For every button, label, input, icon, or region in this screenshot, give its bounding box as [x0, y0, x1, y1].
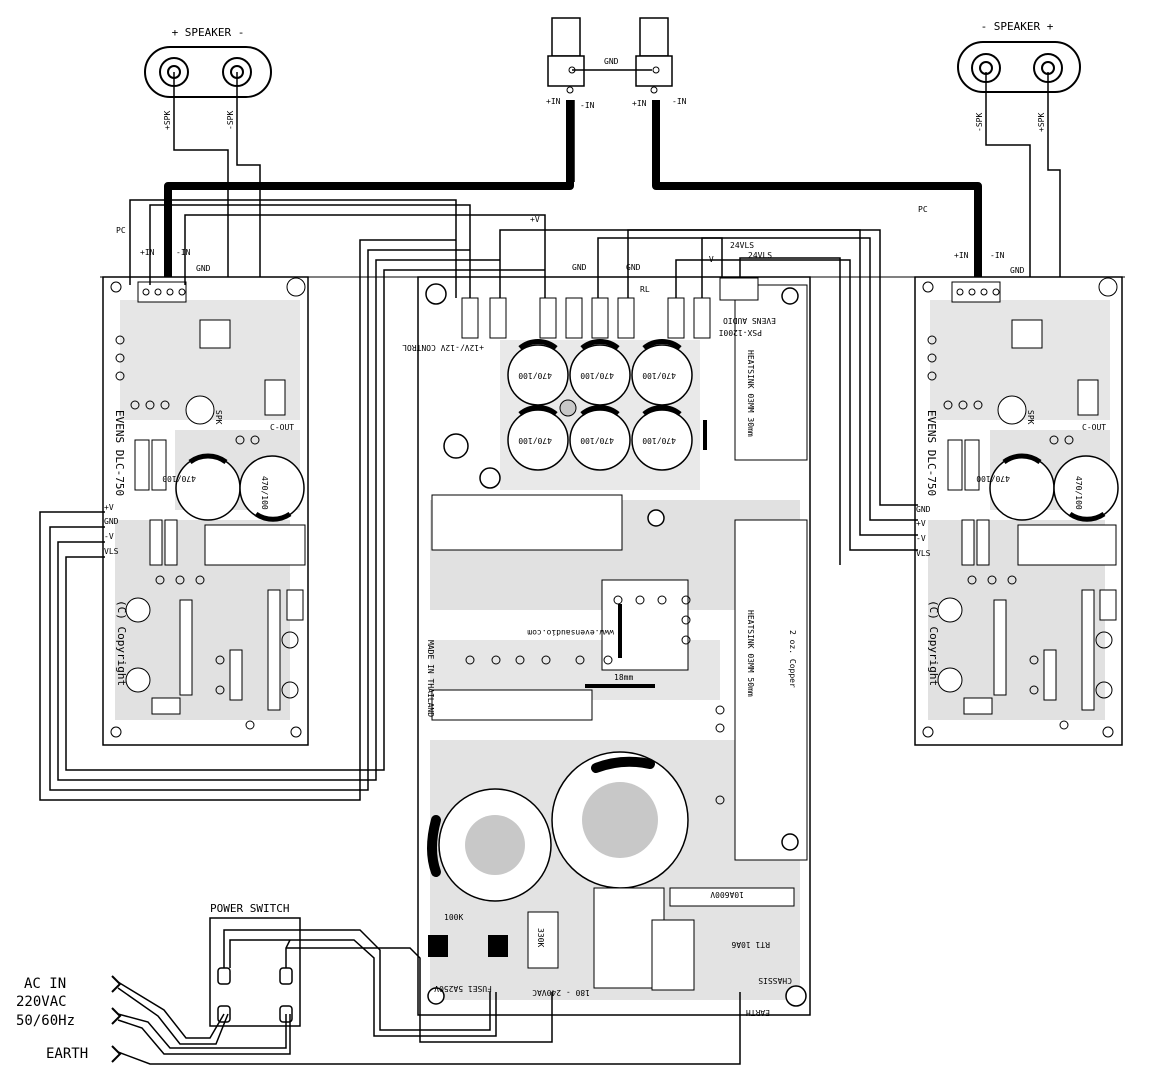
psu-model: PSX-1200I: [718, 328, 762, 337]
psu-earth: EARTH: [746, 1008, 770, 1017]
psu-website: www.evensaudio.com: [527, 628, 614, 637]
psu-cap-5: 470/100: [580, 436, 614, 445]
psu-top-label-3: GND: [626, 263, 641, 272]
amp-right-cap1: 470/100: [976, 474, 1010, 483]
rca-left-plus: +IN: [546, 97, 561, 106]
amp-left-title: EVENS DLC-750: [113, 410, 126, 496]
psu-cap-3: 470/100: [642, 371, 676, 380]
amp-left-cap1: 470/100: [162, 474, 196, 483]
amp-left-plus-in: +IN: [140, 248, 155, 257]
psu-copper: 2 oz. Copper: [788, 630, 797, 688]
psu-cap-6: 470/100: [642, 436, 676, 445]
ac-input-labels: AC IN 220VAC 50/60Hz EARTH: [16, 976, 88, 1062]
amp-left-pc: PC: [116, 226, 126, 235]
psu-misc-3: 100K: [444, 913, 463, 922]
power-switch-title: POWER SWITCH: [210, 902, 289, 915]
psu-voltage: 180 - 240VAC: [532, 988, 590, 997]
psu-board: PSX-1200I EVENS AUDIO www.evensaudio.com…: [402, 215, 811, 1017]
amp-left-gnd: GND: [196, 264, 211, 273]
psu-misc-1: 10A600V: [710, 890, 744, 899]
speaker-right-pin1: -SPK: [975, 113, 984, 132]
amp-left-copyright: (C) Copyright: [115, 600, 128, 686]
amp-left-spk: SPK: [214, 410, 223, 425]
psu-heatsink-top: HEATSINK 03MM 30mm: [746, 350, 755, 437]
amp-right-minus-in: -IN: [990, 251, 1005, 260]
psu-fuse: FUSE1 5A250V: [434, 984, 492, 993]
psu-top-label-5: RL: [640, 285, 650, 294]
ac-in-label: AC IN: [24, 976, 66, 992]
psu-top-label-2: GND: [572, 263, 587, 272]
rca-inputs: GND +IN -IN +IN -IN: [546, 17, 687, 110]
psu-misc-5: 18mm: [614, 673, 633, 682]
amp-right-title: EVENS DLC-750: [925, 410, 938, 496]
psu-vls-1: 24VLS: [730, 241, 754, 250]
amp-left-pin-2: GND: [104, 517, 119, 526]
rca-left-minus: -IN: [580, 101, 595, 110]
amp-right-gnd: GND: [1010, 266, 1025, 275]
amp-right-pin-4: VLS: [916, 549, 931, 558]
ac-frequency-label: 50/60Hz: [16, 1013, 75, 1029]
amp-left-pin-1: +V: [104, 503, 114, 512]
psu-misc-6: +12V/-12V CONTROL: [402, 343, 484, 352]
psu-misc-4: 330K: [536, 928, 545, 947]
amp-right-cap2: 470/100: [1074, 476, 1083, 510]
amp-right-copyright: (C) Copyright: [927, 600, 940, 686]
rca-right-plus: +IN: [632, 99, 647, 108]
amp-board-left: PC +IN -IN GND EVENS DLC-750 (C) Copyrig…: [102, 226, 309, 746]
psu-top-label-1: +V: [530, 215, 540, 224]
speaker-right: - SPEAKER + -SPK +SPK: [957, 20, 1081, 132]
psu-vls-2: 24VLS: [748, 251, 772, 260]
psu-brand: EVENS AUDIO: [723, 316, 776, 325]
psu-cap-1: 470/100: [518, 371, 552, 380]
ac-voltage-label: 220VAC: [16, 994, 67, 1010]
speaker-right-title: - SPEAKER +: [981, 20, 1054, 33]
psu-chassis: CHASSIS: [758, 976, 792, 985]
power-switch: POWER SWITCH: [209, 902, 301, 1027]
psu-misc-2: RT1 10A6: [731, 940, 770, 949]
psu-heatsink-bottom: HEATSINK 03MM 50mm: [746, 610, 755, 697]
amp-right-spk: SPK: [1026, 410, 1035, 425]
ac-earth-label: EARTH: [46, 1046, 88, 1062]
amp-left-cap2: 470/100: [260, 476, 269, 510]
amp-board-right: PC +IN -IN GND EVENS DLC-750 (C) Copyrig…: [914, 205, 1123, 746]
rca-right-minus: -IN: [672, 97, 687, 106]
psu-made-in: MADE IN THAILAND: [426, 640, 435, 717]
amp-right-cout: C-OUT: [1082, 423, 1106, 432]
amp-right-pin-3: -V: [916, 534, 926, 543]
speaker-left: + SPEAKER - +SPK -SPK: [144, 26, 272, 130]
amp-left-pin-4: VLS: [104, 547, 119, 556]
amp-right-pin-2: +V: [916, 519, 926, 528]
psu-cap-4: 470/100: [518, 436, 552, 445]
speaker-left-pin2: -SPK: [226, 111, 235, 130]
amp-right-pc: PC: [918, 205, 928, 214]
speaker-left-title: + SPEAKER -: [172, 26, 245, 39]
amp-left-pin-3: -V: [104, 532, 114, 541]
speaker-left-pin1: +SPK: [163, 111, 172, 130]
psu-cap-2: 470/100: [580, 371, 614, 380]
amp-left-minus-in: -IN: [176, 248, 191, 257]
rca-gnd-label: GND: [604, 57, 619, 66]
amp-left-cout: C-OUT: [270, 423, 294, 432]
amp-right-pin-1: GND: [916, 505, 931, 514]
speaker-right-pin2: +SPK: [1037, 113, 1046, 132]
amp-right-plus-in: +IN: [954, 251, 969, 260]
